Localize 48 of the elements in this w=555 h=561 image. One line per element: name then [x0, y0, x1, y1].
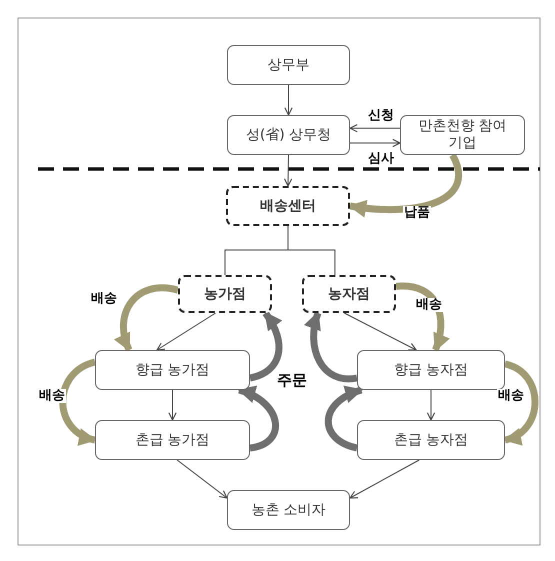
arrow	[344, 312, 417, 351]
node-label: 향급 농가점	[135, 362, 210, 378]
node-label: 성(省) 상무청	[246, 126, 332, 144]
curved-arrow	[59, 358, 97, 444]
arrow	[350, 138, 401, 148]
node-label: 촌급 농자점	[394, 432, 468, 448]
dashed-box	[178, 275, 272, 313]
rounded-box	[95, 420, 250, 460]
node-label: 농촌 소비자	[251, 502, 326, 518]
edge-label: 납품	[403, 206, 431, 220]
node-label: 농가점	[204, 286, 246, 302]
rounded-box	[227, 45, 350, 85]
arrow	[349, 124, 400, 132]
edge-label: 신청	[367, 109, 395, 124]
curved-arrow	[348, 154, 462, 218]
curved-arrow	[503, 360, 538, 444]
curved-arrow	[114, 284, 179, 352]
arrow	[426, 390, 436, 421]
rounded-box	[227, 490, 350, 530]
node-label: 배송센터	[260, 198, 316, 214]
arrow	[168, 390, 177, 421]
node-label: 상무부	[268, 56, 310, 74]
arrow	[156, 312, 216, 351]
curved-arrow	[396, 282, 450, 352]
rounded-box	[95, 350, 250, 390]
arrow	[349, 460, 420, 499]
edge-label: 배송	[415, 298, 443, 312]
node-label: 촌급 농가점	[135, 432, 210, 448]
dashed-box	[302, 275, 396, 313]
edge-label: 배송	[497, 389, 525, 404]
node-label: 만촌천향 참여기업	[417, 118, 508, 152]
edge-label: 배송	[38, 389, 66, 404]
arrow	[284, 84, 293, 116]
node-label: 향급 농자점	[394, 362, 468, 378]
dashed-box	[226, 186, 350, 226]
arrow	[284, 154, 292, 187]
rounded-box	[357, 420, 505, 460]
connector-line	[288, 226, 336, 276]
rounded-box	[227, 115, 350, 155]
rounded-box	[400, 115, 525, 155]
edge-label: 심사	[367, 152, 395, 166]
order-label: 주문	[276, 372, 308, 388]
node-label: 농자점	[328, 286, 370, 302]
curved-arrow	[249, 311, 282, 382]
arrow	[176, 460, 228, 499]
curved-arrow	[304, 311, 358, 382]
edge-label: 배송	[90, 292, 118, 306]
rounded-box	[357, 350, 505, 390]
